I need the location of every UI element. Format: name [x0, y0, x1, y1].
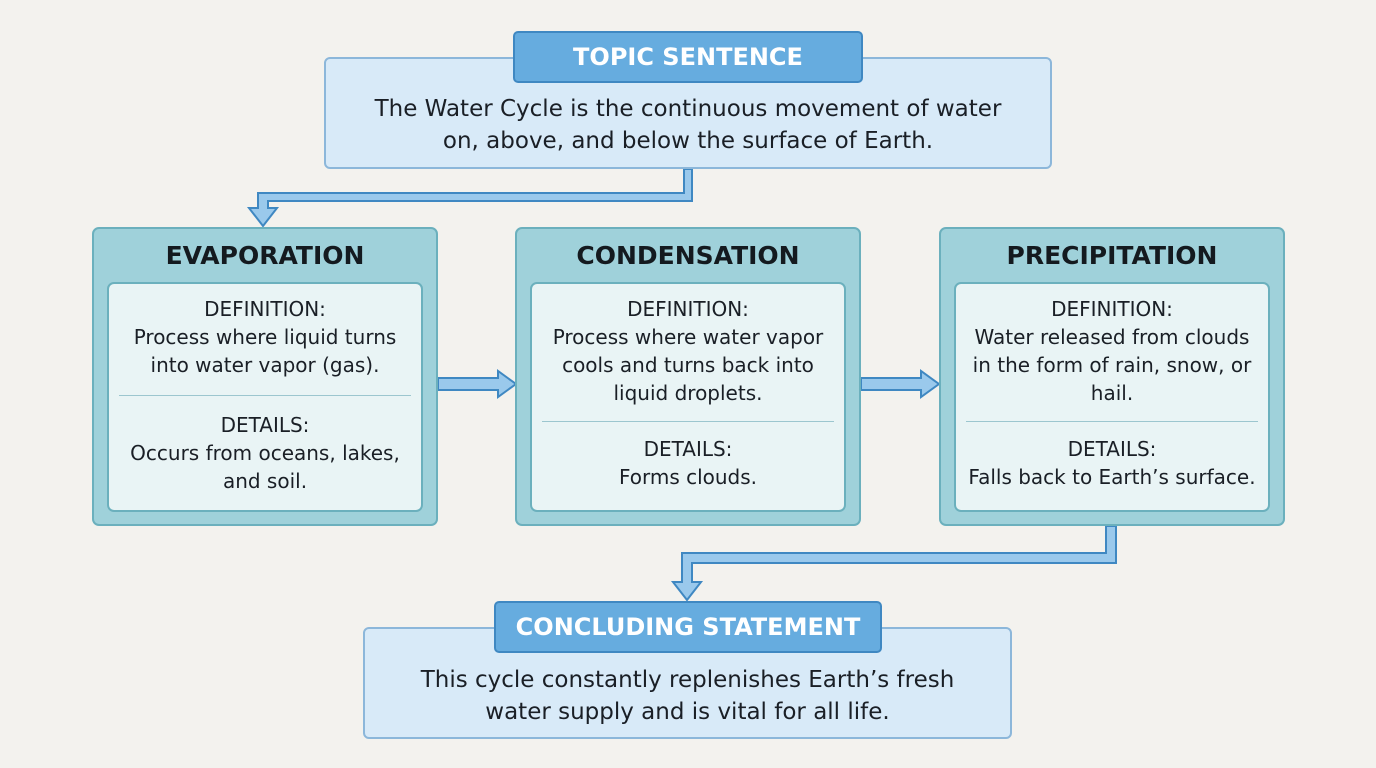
- condensation-details: Forms clouds.: [618, 465, 758, 489]
- evaporation-definition-label: DEFINITION:: [204, 297, 326, 321]
- concluding-statement-text: This cycle constantly replenishes Earth’…: [420, 667, 955, 725]
- condensation-card: CONDENSATION DEFINITION: Process where w…: [515, 227, 861, 526]
- evaporation-details-label: DETAILS:: [220, 413, 310, 437]
- precipitation-card: PRECIPITATION DEFINITION: Water released…: [939, 227, 1285, 526]
- precipitation-definition-label: DEFINITION:: [1051, 297, 1173, 321]
- evaporation-content: DEFINITION: Process where liquid turns i…: [107, 282, 423, 512]
- condensation-definition-label: DEFINITION:: [627, 297, 749, 321]
- topic-sentence-header: TOPIC SENTENCE: [513, 31, 863, 83]
- precipitation-to-conclusion-connector: [670, 525, 1117, 602]
- condensation-divider: [542, 421, 834, 422]
- condensation-definition: Process where water vapor cools and turn…: [552, 325, 824, 405]
- precipitation-divider: [966, 421, 1258, 422]
- condensation-to-precipitation-arrow: [860, 369, 941, 399]
- evaporation-definition: Process where liquid turns into water va…: [133, 325, 397, 377]
- precipitation-details-label: DETAILS:: [1067, 437, 1157, 461]
- precipitation-content: DEFINITION: Water released from clouds i…: [954, 282, 1270, 512]
- evaporation-details: Occurs from oceans, lakes, and soil.: [130, 441, 400, 493]
- precipitation-title: PRECIPITATION: [1006, 241, 1218, 270]
- condensation-title: CONDENSATION: [576, 241, 800, 270]
- precipitation-details: Falls back to Earth’s surface.: [968, 465, 1256, 489]
- topic-to-evaporation-connector: [246, 168, 693, 228]
- condensation-details-label: DETAILS:: [643, 437, 733, 461]
- evaporation-divider: [119, 395, 411, 396]
- evaporation-card: EVAPORATION DEFINITION: Process where li…: [92, 227, 438, 526]
- concluding-statement-header: CONCLUDING STATEMENT: [494, 601, 882, 653]
- precipitation-definition: Water released from clouds in the form o…: [972, 325, 1252, 405]
- condensation-content: DEFINITION: Process where water vapor co…: [530, 282, 846, 512]
- evaporation-title: EVAPORATION: [165, 241, 365, 270]
- evaporation-to-condensation-arrow: [437, 369, 518, 399]
- topic-sentence-text: The Water Cycle is the continuous moveme…: [374, 96, 1002, 154]
